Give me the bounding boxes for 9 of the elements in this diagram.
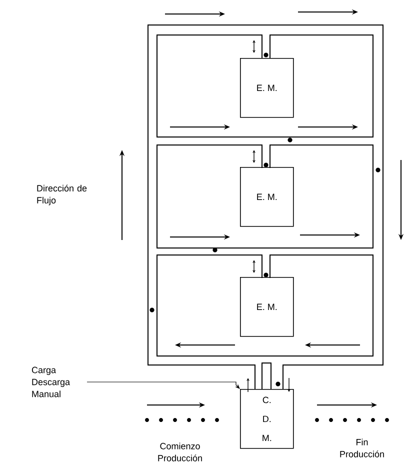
leader-line (86, 382, 240, 389)
machine-box: E. M. (240, 277, 294, 337)
station-box: C. D. M. (240, 389, 294, 449)
machine-box: E. M. (240, 167, 294, 227)
caption-text: Dirección de Flujo (37, 184, 87, 206)
caption-text: Fin Producción (340, 438, 384, 458)
station-label: Carga Descarga Manual (32, 366, 70, 398)
caption-text: Comienzo Producción (158, 442, 202, 462)
machine-box: E. M. (240, 58, 294, 118)
